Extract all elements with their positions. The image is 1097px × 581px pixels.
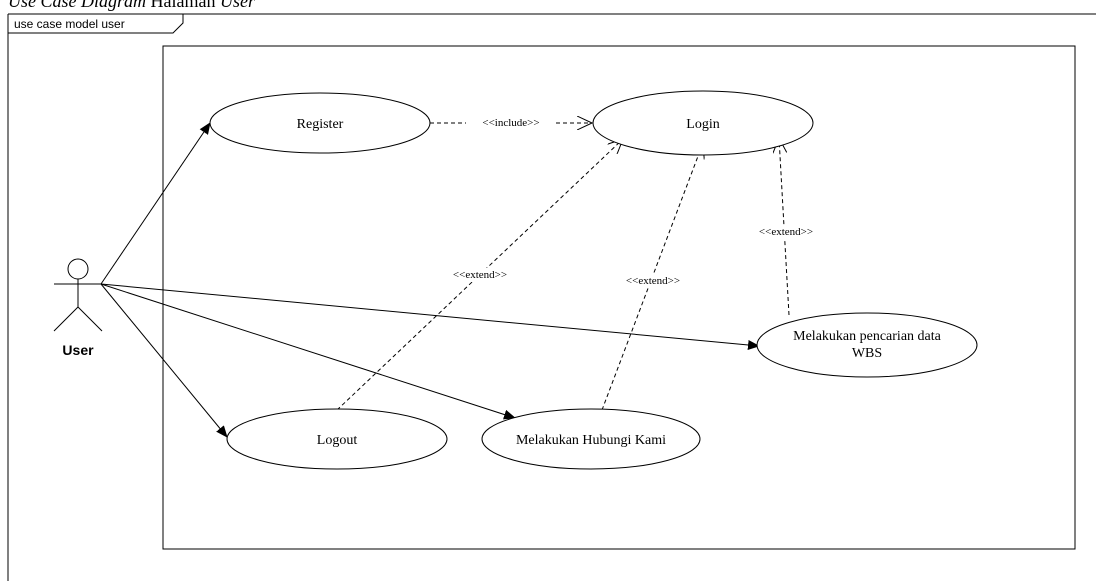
actor-left-leg — [53, 306, 79, 332]
use-case-login: Login — [592, 90, 814, 156]
outer-frame: use case model user — [7, 13, 1096, 581]
use-case-register-label: Register — [297, 117, 344, 132]
include-label: <<include>> — [482, 117, 539, 129]
use-case-register: Register — [209, 92, 431, 154]
include-label-bg — [466, 116, 556, 130]
associations — [100, 122, 760, 438]
assoc-hubungi — [100, 283, 516, 420]
assoc-logout — [100, 283, 228, 438]
actor-right-leg — [77, 306, 103, 332]
use-case-login-label: Login — [686, 117, 719, 132]
caption-italic-1: Use Case Diagram — [8, 0, 146, 11]
caption-italic-2: User — [219, 0, 255, 11]
extend-label-hubungi: <<extend>> — [626, 275, 680, 287]
use-case-pencarian: Melakukan pencarian data WBS — [756, 312, 978, 378]
dependencies: <<include>> <<extend>> <<extend>> <<exte… — [336, 116, 832, 411]
extend-pencarian-login — [779, 138, 790, 316]
assoc-register — [100, 122, 211, 285]
extend-label-logout: <<extend>> — [453, 269, 507, 281]
extend-label-logout-bg — [434, 268, 526, 282]
system-boundary — [162, 45, 1076, 550]
assoc-pencarian — [100, 283, 760, 350]
use-case-hubungi: Melakukan Hubungi Kami — [481, 408, 701, 470]
extend-label-hubungi-bg — [607, 274, 699, 288]
frame-label: use case model user — [14, 17, 125, 31]
diagram-caption: Use Case Diagram Halaman User — [8, 0, 255, 12]
extend-label-pencarian-bg — [740, 225, 832, 239]
use-case-hubungi-label: Melakukan Hubungi Kami — [516, 433, 666, 448]
use-case-logout-label: Logout — [317, 433, 358, 448]
actor-head — [67, 258, 89, 280]
use-case-pencarian-label-1: Melakukan pencarian data — [793, 329, 941, 344]
actor-user: User — [53, 258, 103, 358]
actor-label: User — [62, 342, 94, 358]
use-case-pencarian-label-2: WBS — [852, 346, 882, 361]
extend-label-pencarian: <<extend>> — [759, 226, 813, 238]
frame-tag-box — [7, 14, 184, 34]
caption-plain: Halaman — [146, 0, 220, 11]
use-case-logout: Logout — [226, 408, 448, 470]
